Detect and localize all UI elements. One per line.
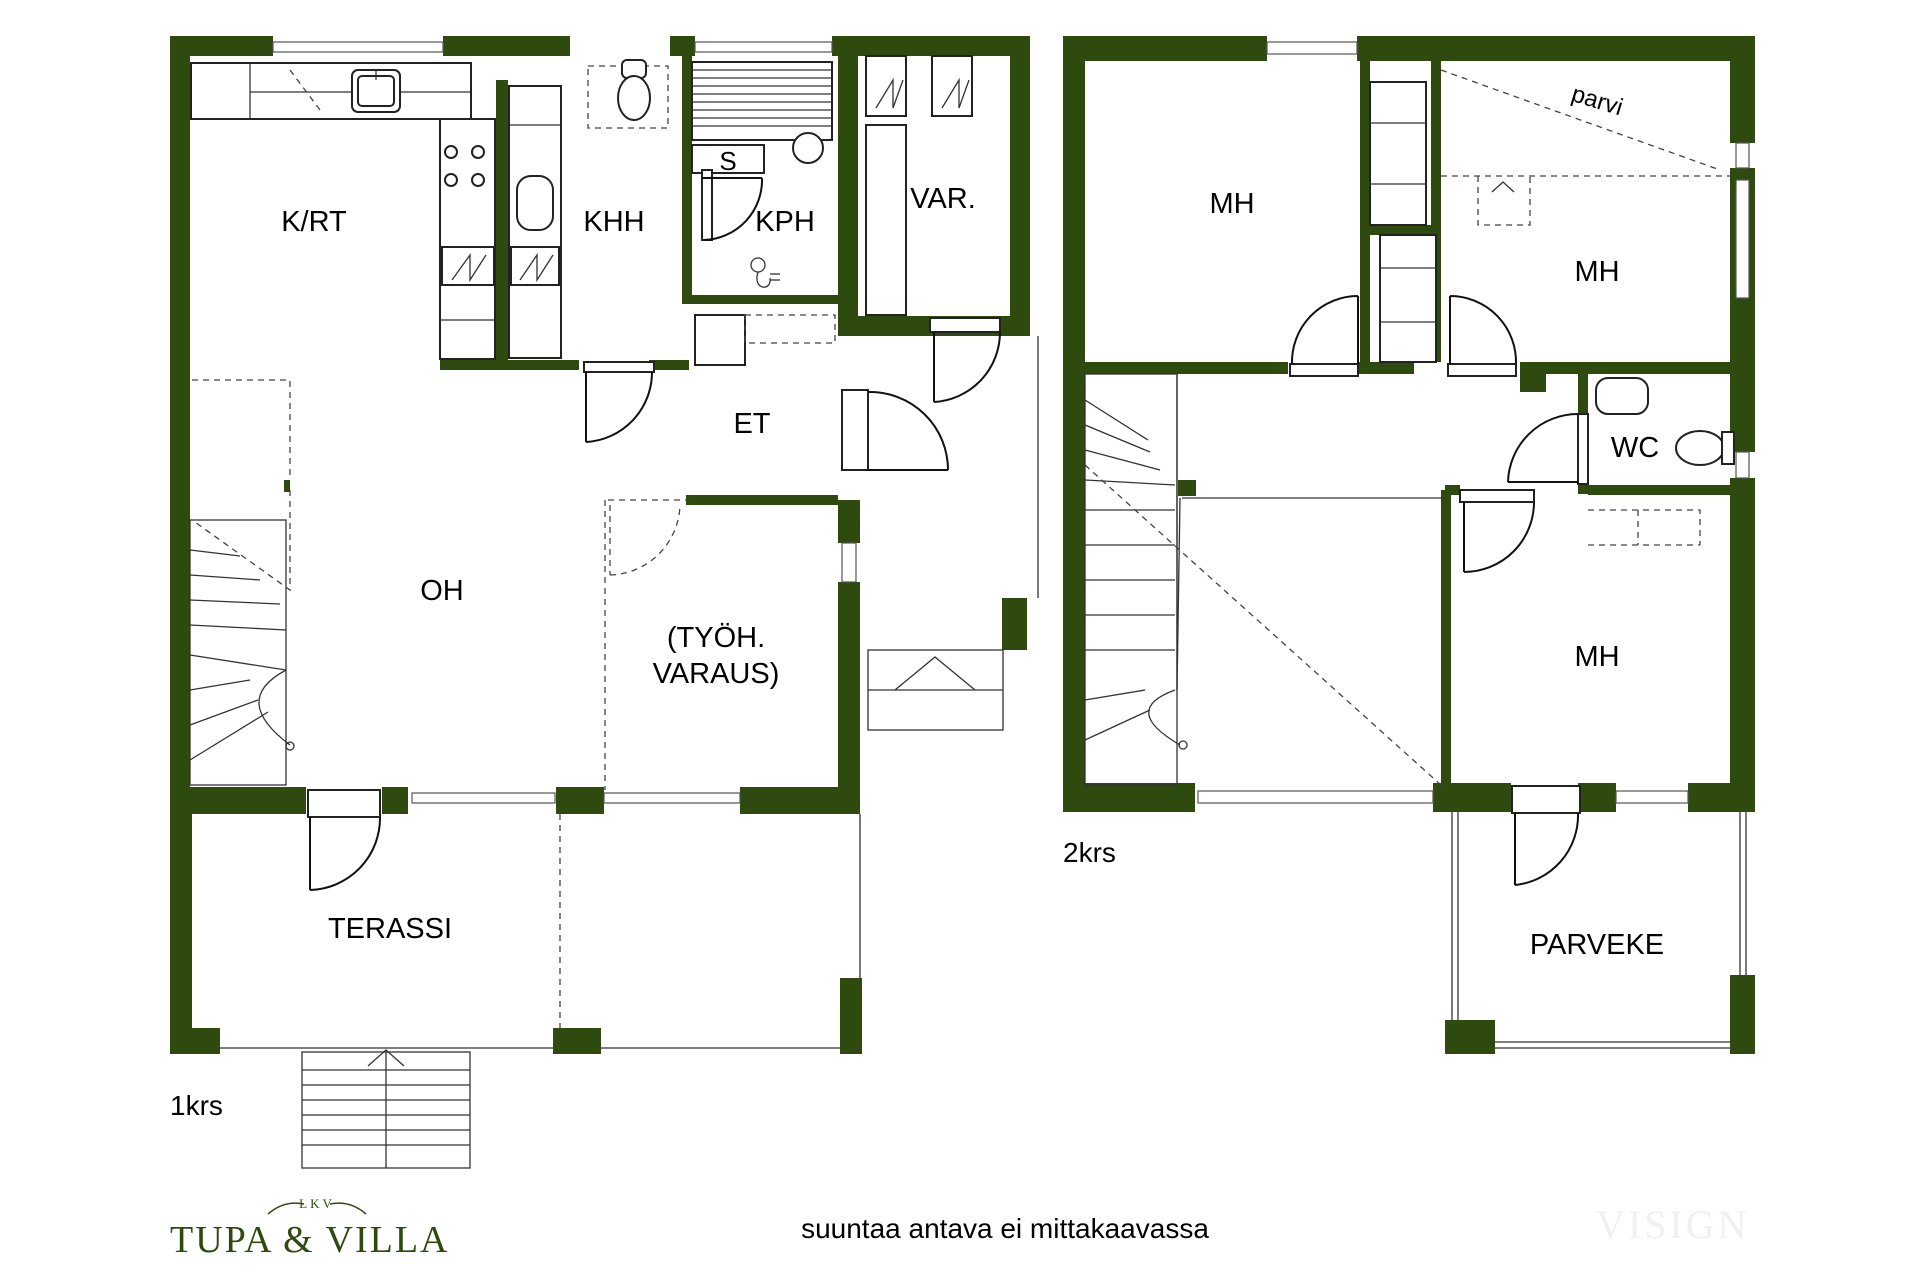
- floor-2-walls: [1063, 36, 1755, 1054]
- room-label-terassi: TERASSI: [328, 913, 452, 945]
- sauna-stove-label: S: [719, 146, 736, 176]
- room-label-mh-3: MH: [1574, 641, 1619, 673]
- balcony-outline: [1451, 812, 1747, 1049]
- room-label-krt: K/RT: [281, 206, 347, 238]
- floor-1-plan: S: [170, 36, 1039, 1169]
- floor-1-windows: [272, 41, 857, 804]
- room-label-var: VAR.: [910, 183, 976, 215]
- room-label-tyoh-line2: VARAUS): [653, 658, 780, 690]
- room-label-mh-2: MH: [1574, 256, 1619, 288]
- room-label-tyoh-line1: (TYÖH.: [667, 622, 765, 654]
- laundry-fixtures: [508, 59, 669, 359]
- floor-2-windows: [1197, 41, 1750, 804]
- room-label-kph: KPH: [755, 206, 815, 238]
- kitchen-counters: [190, 62, 496, 360]
- brand-lkv: LKV: [299, 1196, 335, 1211]
- scale-note: suuntaa antava ei mittakaavassa: [801, 1213, 1209, 1244]
- floor-2-stairs: [1084, 373, 1442, 786]
- room-label-oh: OH: [420, 575, 464, 607]
- terrace-outline: [220, 336, 1039, 1169]
- watermark: VISIGN: [1596, 1202, 1750, 1247]
- sauna-fixtures: S: [691, 61, 833, 288]
- room-label-wc: WC: [1611, 432, 1659, 464]
- wardrobes: [1369, 69, 1730, 363]
- room-label-mh-1: MH: [1209, 188, 1254, 220]
- floor-1-doors: [307, 169, 1002, 891]
- storage-fixtures: [694, 55, 973, 366]
- floor-2-label: 2krs: [1063, 837, 1116, 868]
- wc-fixtures: [1595, 377, 1735, 466]
- floor-2-doors: [1289, 295, 1701, 886]
- room-label-et: ET: [733, 408, 770, 440]
- room-label-parveke: PARVEKE: [1530, 929, 1664, 961]
- room-label-parvi: parvi: [1568, 80, 1626, 121]
- brand-name: TUPA & VILLA: [170, 1219, 449, 1261]
- floor-1-stairs: [189, 379, 295, 786]
- brand-logo: LKV TUPA & VILLA: [170, 1196, 449, 1261]
- room-label-khh: KHH: [583, 206, 644, 238]
- floor-2-plan: MH MH MH WC parvi PARVEKE 2krs: [1063, 36, 1755, 1054]
- floor-1-label: 1krs: [170, 1090, 223, 1121]
